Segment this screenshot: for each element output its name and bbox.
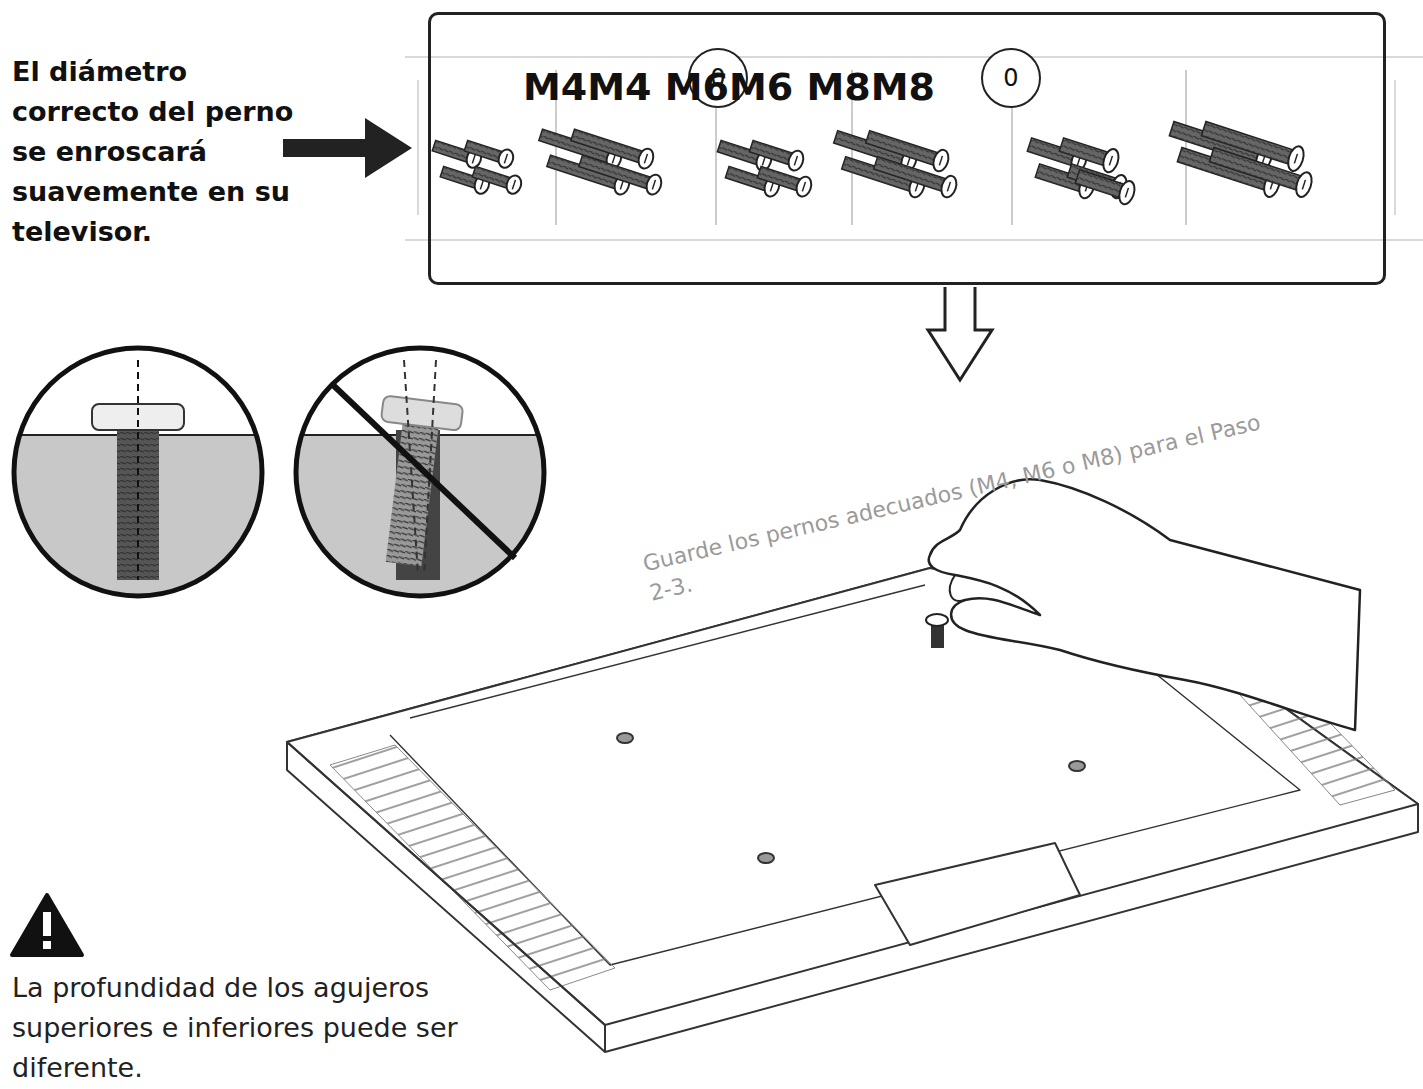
down-arrow xyxy=(928,287,992,380)
pointer-arrow xyxy=(283,118,412,178)
finger xyxy=(950,575,965,601)
detail-circle xyxy=(296,348,544,596)
warning-icon xyxy=(12,895,82,955)
warning-note: La profundidad de los agujeros superiore… xyxy=(12,968,492,1088)
callout-circle: 0 xyxy=(981,48,1041,108)
detail-circle xyxy=(14,348,262,596)
bolt xyxy=(463,137,515,170)
bolt xyxy=(471,163,523,196)
instruction-note: El diámetro correcto del perno se enrosc… xyxy=(12,52,302,252)
bolts xyxy=(431,117,1314,207)
mount-holes xyxy=(617,733,1085,863)
callout-number: 0 xyxy=(1003,64,1018,92)
tray-outline xyxy=(405,57,1423,240)
bolt xyxy=(872,152,959,199)
bolt xyxy=(748,136,806,172)
screw xyxy=(926,614,948,648)
bolt-tray: 00M4M4 M6M6 M8M8 xyxy=(428,12,1386,285)
bolt xyxy=(1074,165,1137,206)
size-label: M4M4 M6M6 M8M8 xyxy=(523,65,935,109)
bolt xyxy=(1208,143,1315,199)
bolt xyxy=(1058,133,1121,174)
prohibit-slash xyxy=(333,385,515,558)
bolt xyxy=(756,162,814,198)
bolt xyxy=(578,151,664,196)
